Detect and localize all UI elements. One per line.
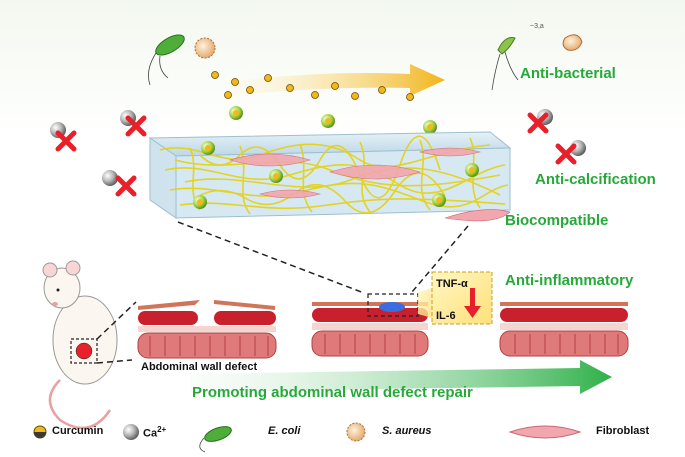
legend-saureus: S. aureus [382,425,432,437]
property-biocompatible: Biocompatible [505,212,609,229]
property-antiinflammatory: Anti-inflammatory [505,272,634,289]
saureus-bacterium-top [194,37,216,59]
ecoli-bacterium-top [148,34,185,86]
damaged-bacteria: ~3,a [491,23,583,91]
legend-curcumin: Curcumin [52,425,104,437]
property-antibacterial: Anti-bacterial [520,65,616,82]
repair-label: Promoting abdominal wall defect repair [192,384,473,401]
mouse-zoom-lines [96,301,137,364]
cytokine-box [418,271,493,325]
release-arrow [230,64,445,96]
property-anticalcification: Anti-calcification [535,171,656,188]
tissue-defect [137,300,277,359]
legend-ecoli: E. coli [268,425,301,437]
mouse-illustration [42,260,118,430]
cytokine-il6: IL-6 [436,310,456,322]
zoom-lines [177,221,469,294]
defect-label: Abdominal wall defect [141,361,258,373]
legend-fibroblast: Fibroblast [596,425,650,437]
legend-calcium: Ca2+ [143,425,166,440]
tissue-repaired [499,302,629,357]
repair-arrow [190,360,612,394]
legend-calcium-sup: 2+ [157,425,167,434]
tissue-treated [311,293,429,357]
legend-icons [33,422,582,453]
curcumin-particles [211,71,414,101]
svg-text:~3,a: ~3,a [530,23,544,30]
legend-calcium-text: Ca [143,427,158,440]
blocked-calcium [50,109,586,197]
cytokine-tnf: TNF-α [436,278,468,290]
loaded-particles [229,106,437,134]
hydrogel-scaffold [148,131,512,222]
